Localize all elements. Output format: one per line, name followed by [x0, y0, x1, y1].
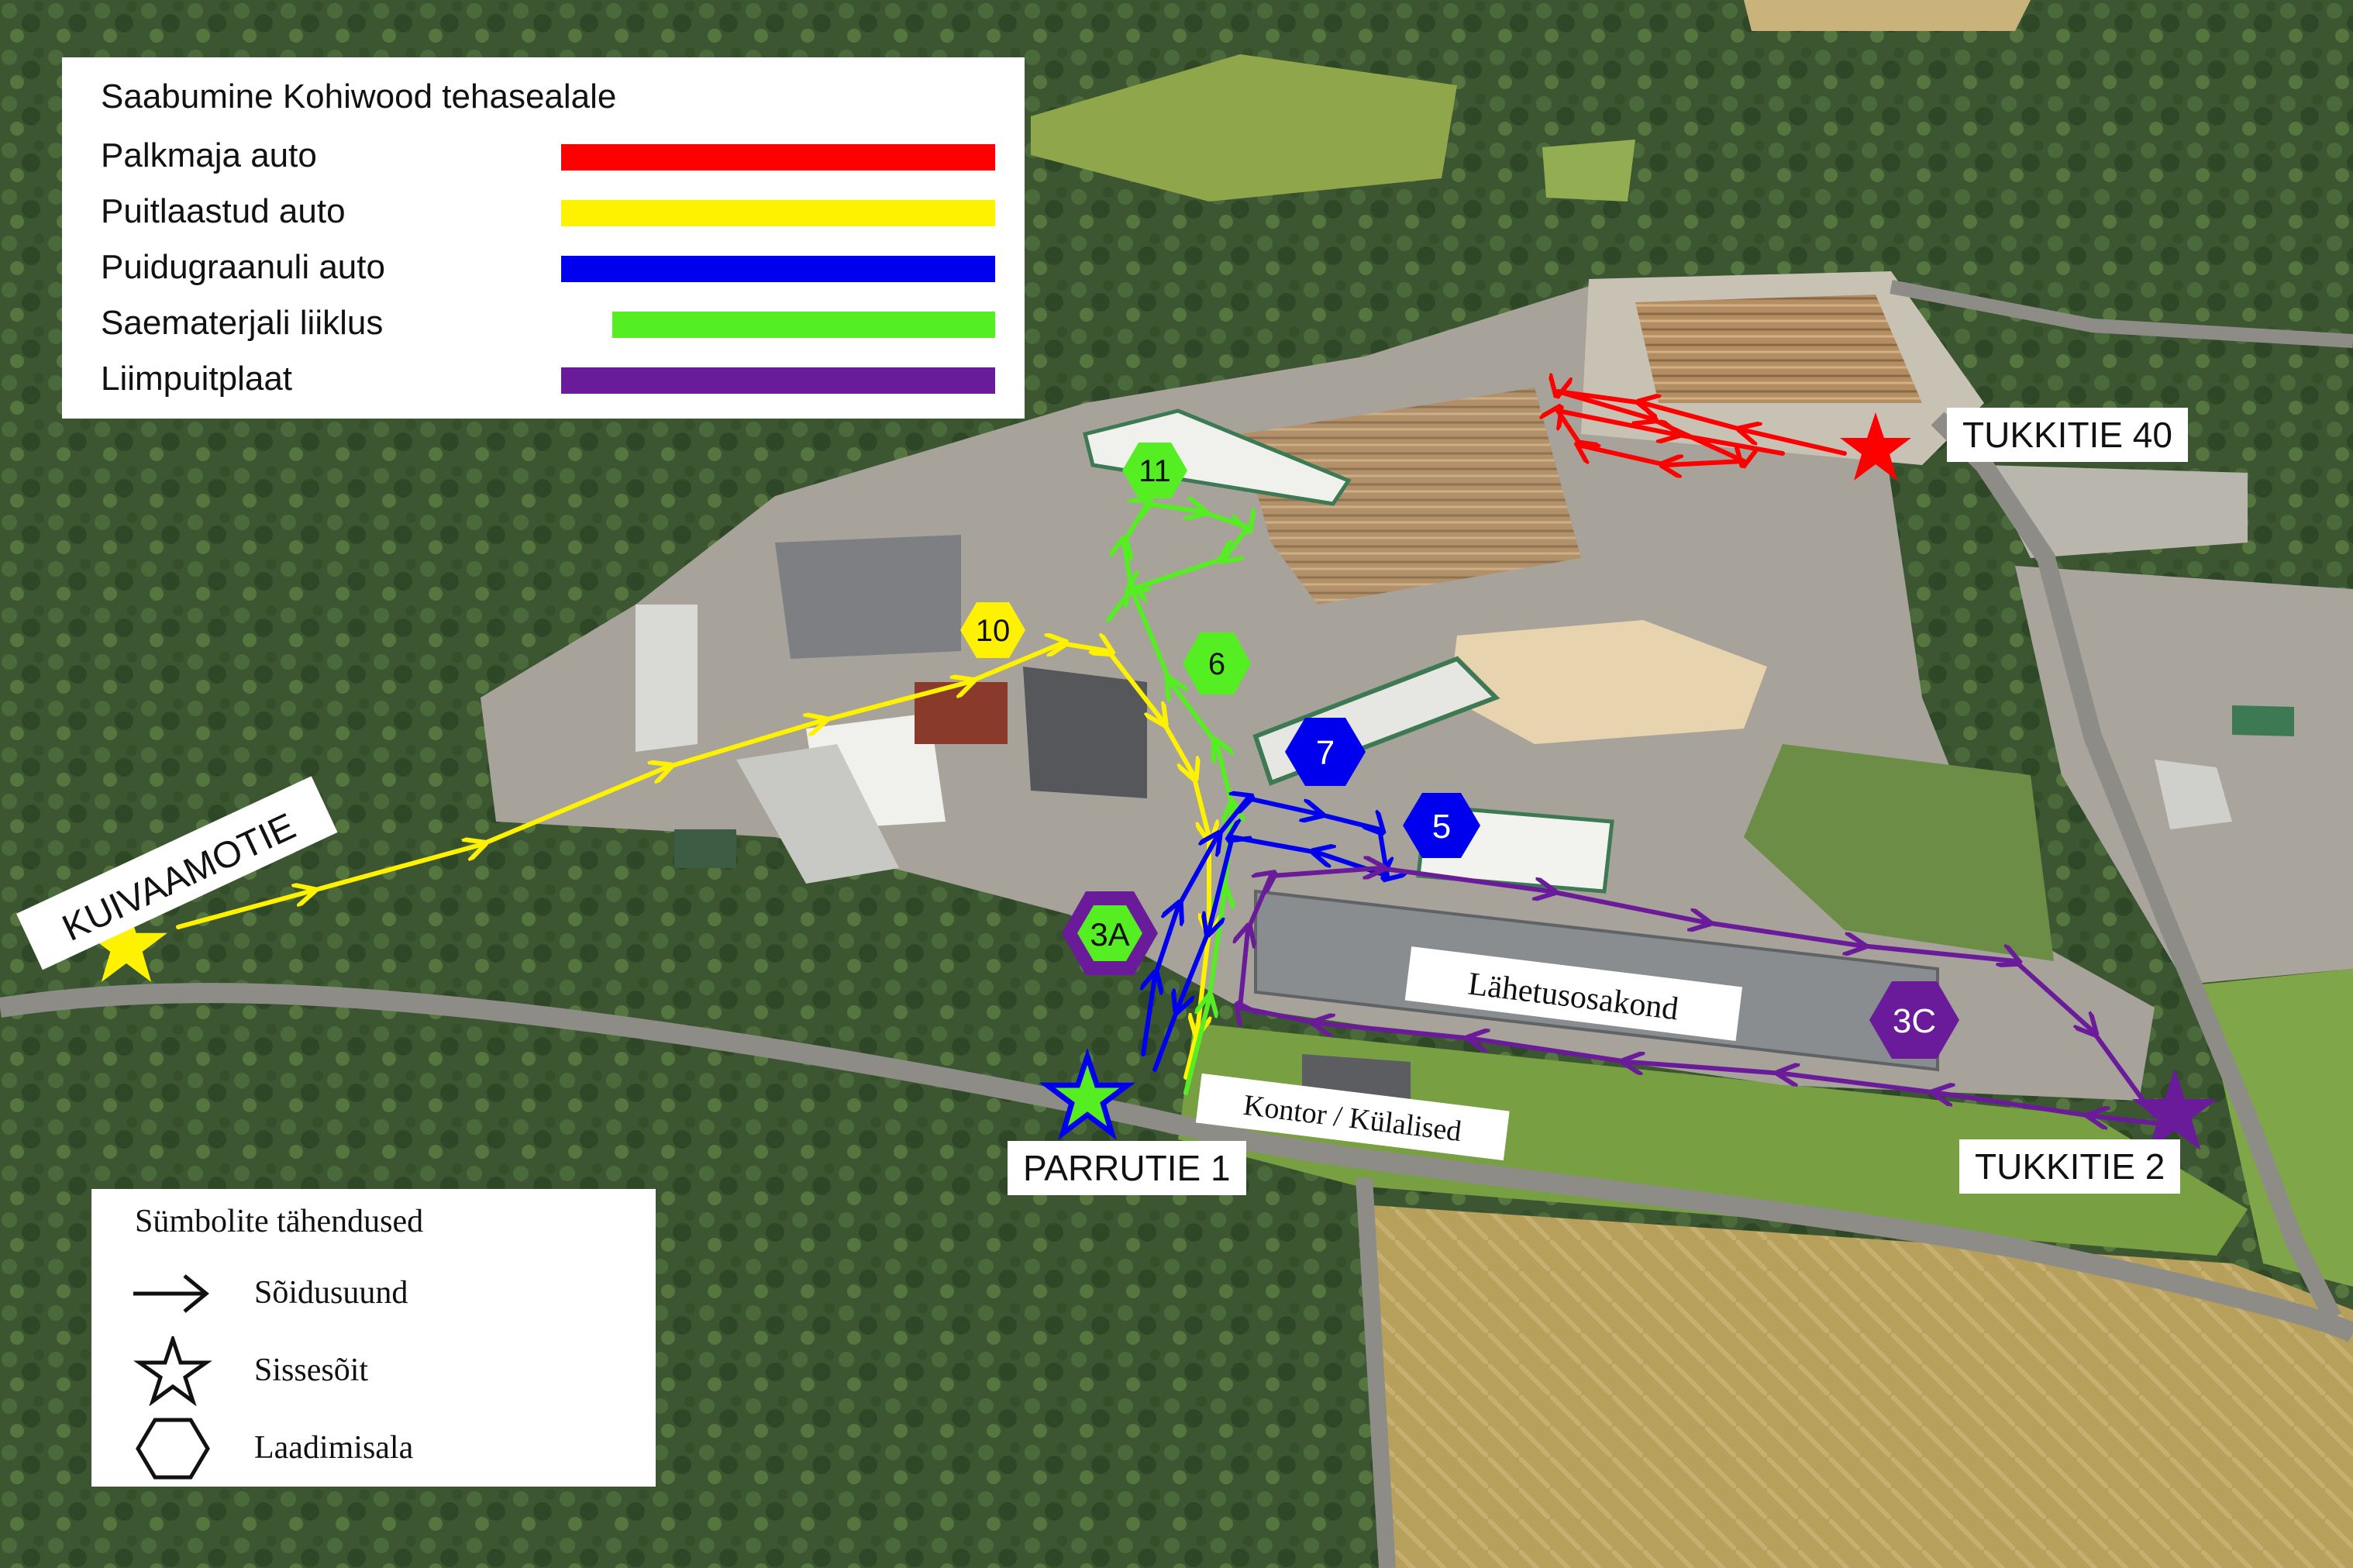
legend-row-saematerjali: Saematerjali liiklus	[101, 302, 1008, 349]
label-parrutie1: PARRUTIE 1	[1008, 1141, 1246, 1195]
svg-text:5: 5	[1432, 808, 1451, 846]
entrance-star-tukkitie40	[1840, 412, 1911, 481]
building-stacks-left	[636, 605, 698, 752]
building-mill-group	[775, 535, 961, 659]
legend-row-palkmaja: Palkmaja auto	[101, 135, 1008, 181]
building-right-garage	[2155, 760, 2232, 829]
legend-title: Saabumine Kohiwood tehasealale	[101, 78, 617, 115]
legend-label: Saematerjali liiklus	[101, 304, 384, 342]
pond	[674, 829, 736, 868]
field-small	[1542, 140, 1635, 202]
entrance-star-kuivaamotie	[85, 903, 167, 982]
svg-text:11: 11	[1139, 454, 1171, 488]
legend-swatch-yellow	[561, 200, 995, 226]
symbol-label-loading: Laadimisala	[254, 1430, 414, 1466]
legend-swatch-red	[561, 144, 995, 171]
route-blue	[1143, 798, 1387, 1072]
arrow-icon	[133, 1274, 209, 1313]
field-bottom	[1372, 1205, 2353, 1568]
road-down	[1356, 1177, 1396, 1568]
svg-text:6: 6	[1208, 647, 1225, 681]
field-top-right	[1744, 0, 2031, 31]
legend-row-puidugraanuli: Puidugraanuli auto	[101, 246, 1008, 293]
sawdust-heap	[1449, 620, 1767, 744]
route-legend: Saabumine Kohiwood tehasealale Palkmaja …	[62, 57, 1025, 419]
field-top	[1031, 54, 1457, 202]
label-tukkitie40: TUKKITIE 40	[1947, 408, 2188, 462]
road-right	[1931, 412, 2341, 1322]
legend-row-liimpuitplaat: Liimpuitplaat	[101, 358, 1008, 405]
route-purple	[1240, 868, 2165, 1124]
symbol-label-entrance: Sissesõit	[254, 1353, 369, 1388]
loading-area-3a: 3A	[1062, 891, 1158, 975]
legend-swatch-purple	[561, 367, 995, 394]
svg-text:10: 10	[976, 614, 1011, 648]
symbol-legend: Sümbolite tähendused Sõidusuund Sissesõi…	[91, 1189, 656, 1487]
loading-area-5: 5	[1403, 793, 1480, 858]
symbol-legend-title: Sümbolite tähendused	[135, 1204, 424, 1239]
entrance-star-parrutie1	[1055, 1064, 1120, 1126]
entrance-star-tukkitie2	[2131, 1068, 2218, 1150]
loading-area-10: 10	[960, 602, 1025, 658]
building-green-roof	[2232, 705, 2294, 736]
legend-row-puitlaastud: Puitlaastud auto	[101, 191, 1008, 237]
svg-text:3A: 3A	[1090, 916, 1129, 953]
log-piles	[1635, 295, 1922, 403]
grass-right	[2201, 969, 2353, 1287]
legend-label: Liimpuitplaat	[101, 360, 293, 398]
building-boiler	[1023, 667, 1147, 798]
legend-label: Puidugraanuli auto	[101, 248, 385, 286]
hexagon-outline-icon	[136, 1418, 210, 1480]
route-red	[1558, 391, 1847, 465]
legend-label: Palkmaja auto	[101, 136, 317, 174]
legend-label: Puitlaastud auto	[101, 192, 346, 230]
loading-area-11: 11	[1122, 443, 1187, 498]
loading-area-6: 6	[1183, 632, 1251, 694]
loading-area-3c: 3C	[1869, 981, 1959, 1059]
svg-text:3C: 3C	[1893, 1002, 1936, 1040]
road-top	[1890, 280, 2353, 348]
legend-swatch-green	[612, 312, 995, 338]
label-tukkitie2: TUKKITIE 2	[1959, 1139, 2181, 1194]
legend-swatch-blue	[561, 256, 995, 282]
parking-right	[1984, 465, 2248, 558]
building-sawmill	[1082, 408, 1352, 506]
loading-area-7: 7	[1285, 718, 1366, 786]
symbol-label-direction: Sõidusuund	[254, 1275, 408, 1311]
svg-text:7: 7	[1316, 734, 1335, 772]
star-outline-icon	[133, 1336, 212, 1406]
log-yard-middle	[1240, 388, 1581, 605]
